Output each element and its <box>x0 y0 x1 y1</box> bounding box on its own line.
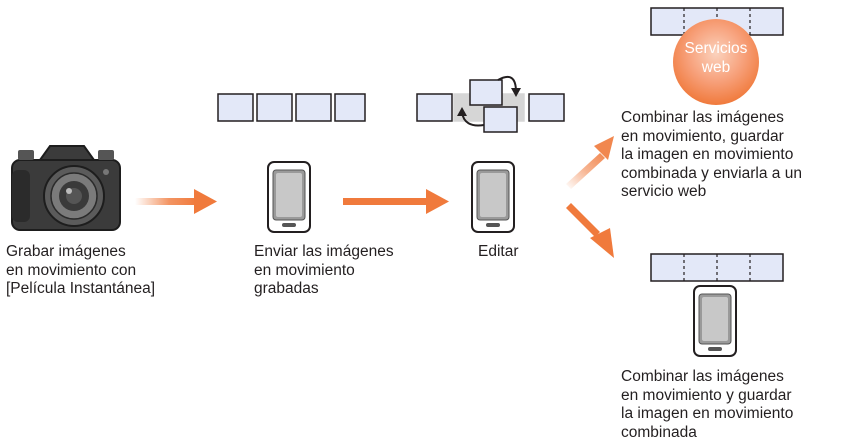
caption-line: combinada y enviarla a un <box>621 164 802 182</box>
web-service-label: Servicios web <box>676 40 756 77</box>
arrow-edit-to-web <box>566 136 614 189</box>
caption-line: [Película Instantánea] <box>6 280 156 297</box>
camera-icon <box>11 145 121 231</box>
caption-line: Combinar las imágenes <box>621 368 784 385</box>
caption-line: servicio web <box>621 183 707 200</box>
caption-line: Grabar imágenes <box>6 243 126 260</box>
arrow-send-to-edit <box>343 189 449 214</box>
caption-combine-save: Combinar las imágenes en movimiento y gu… <box>621 368 793 442</box>
arrow-record-to-send <box>135 189 217 214</box>
arrow-edit-to-save <box>566 203 614 258</box>
frame-strip-combined-save <box>650 253 784 282</box>
caption-line: la imagen en movimiento <box>621 405 794 422</box>
web-service-label-line: Servicios <box>684 40 748 57</box>
caption-combine-web: Combinar las imágenes en movimiento, gua… <box>621 109 802 202</box>
swap-arrows-icon <box>457 76 521 127</box>
caption-line: Enviar las imágenes <box>254 243 394 260</box>
smartphone-icon <box>693 285 737 357</box>
frame-strip-sent <box>217 93 366 122</box>
caption-line: combinada <box>621 423 697 441</box>
web-service-circle <box>673 19 759 105</box>
caption-line: Combinar las imágenes <box>621 109 784 126</box>
caption-line: la imagen en movimiento <box>621 146 794 163</box>
caption-line: en movimiento y guardar <box>621 386 792 404</box>
caption-line: en movimiento <box>254 261 355 279</box>
caption-line: grabadas <box>254 280 319 297</box>
caption-line: en movimiento con <box>6 261 137 279</box>
caption-edit: Editar <box>478 243 519 262</box>
caption-line: en movimiento, guardar <box>621 127 784 145</box>
caption-line: Editar <box>478 243 519 260</box>
frame-strip-editing <box>416 79 565 133</box>
smartphone-icon <box>267 161 311 233</box>
smartphone-icon <box>471 161 515 233</box>
caption-record: Grabar imágenes en movimiento con [Pelíc… <box>6 243 155 299</box>
caption-send: Enviar las imágenes en movimiento grabad… <box>254 243 394 299</box>
web-service-label-line: web <box>701 58 731 76</box>
